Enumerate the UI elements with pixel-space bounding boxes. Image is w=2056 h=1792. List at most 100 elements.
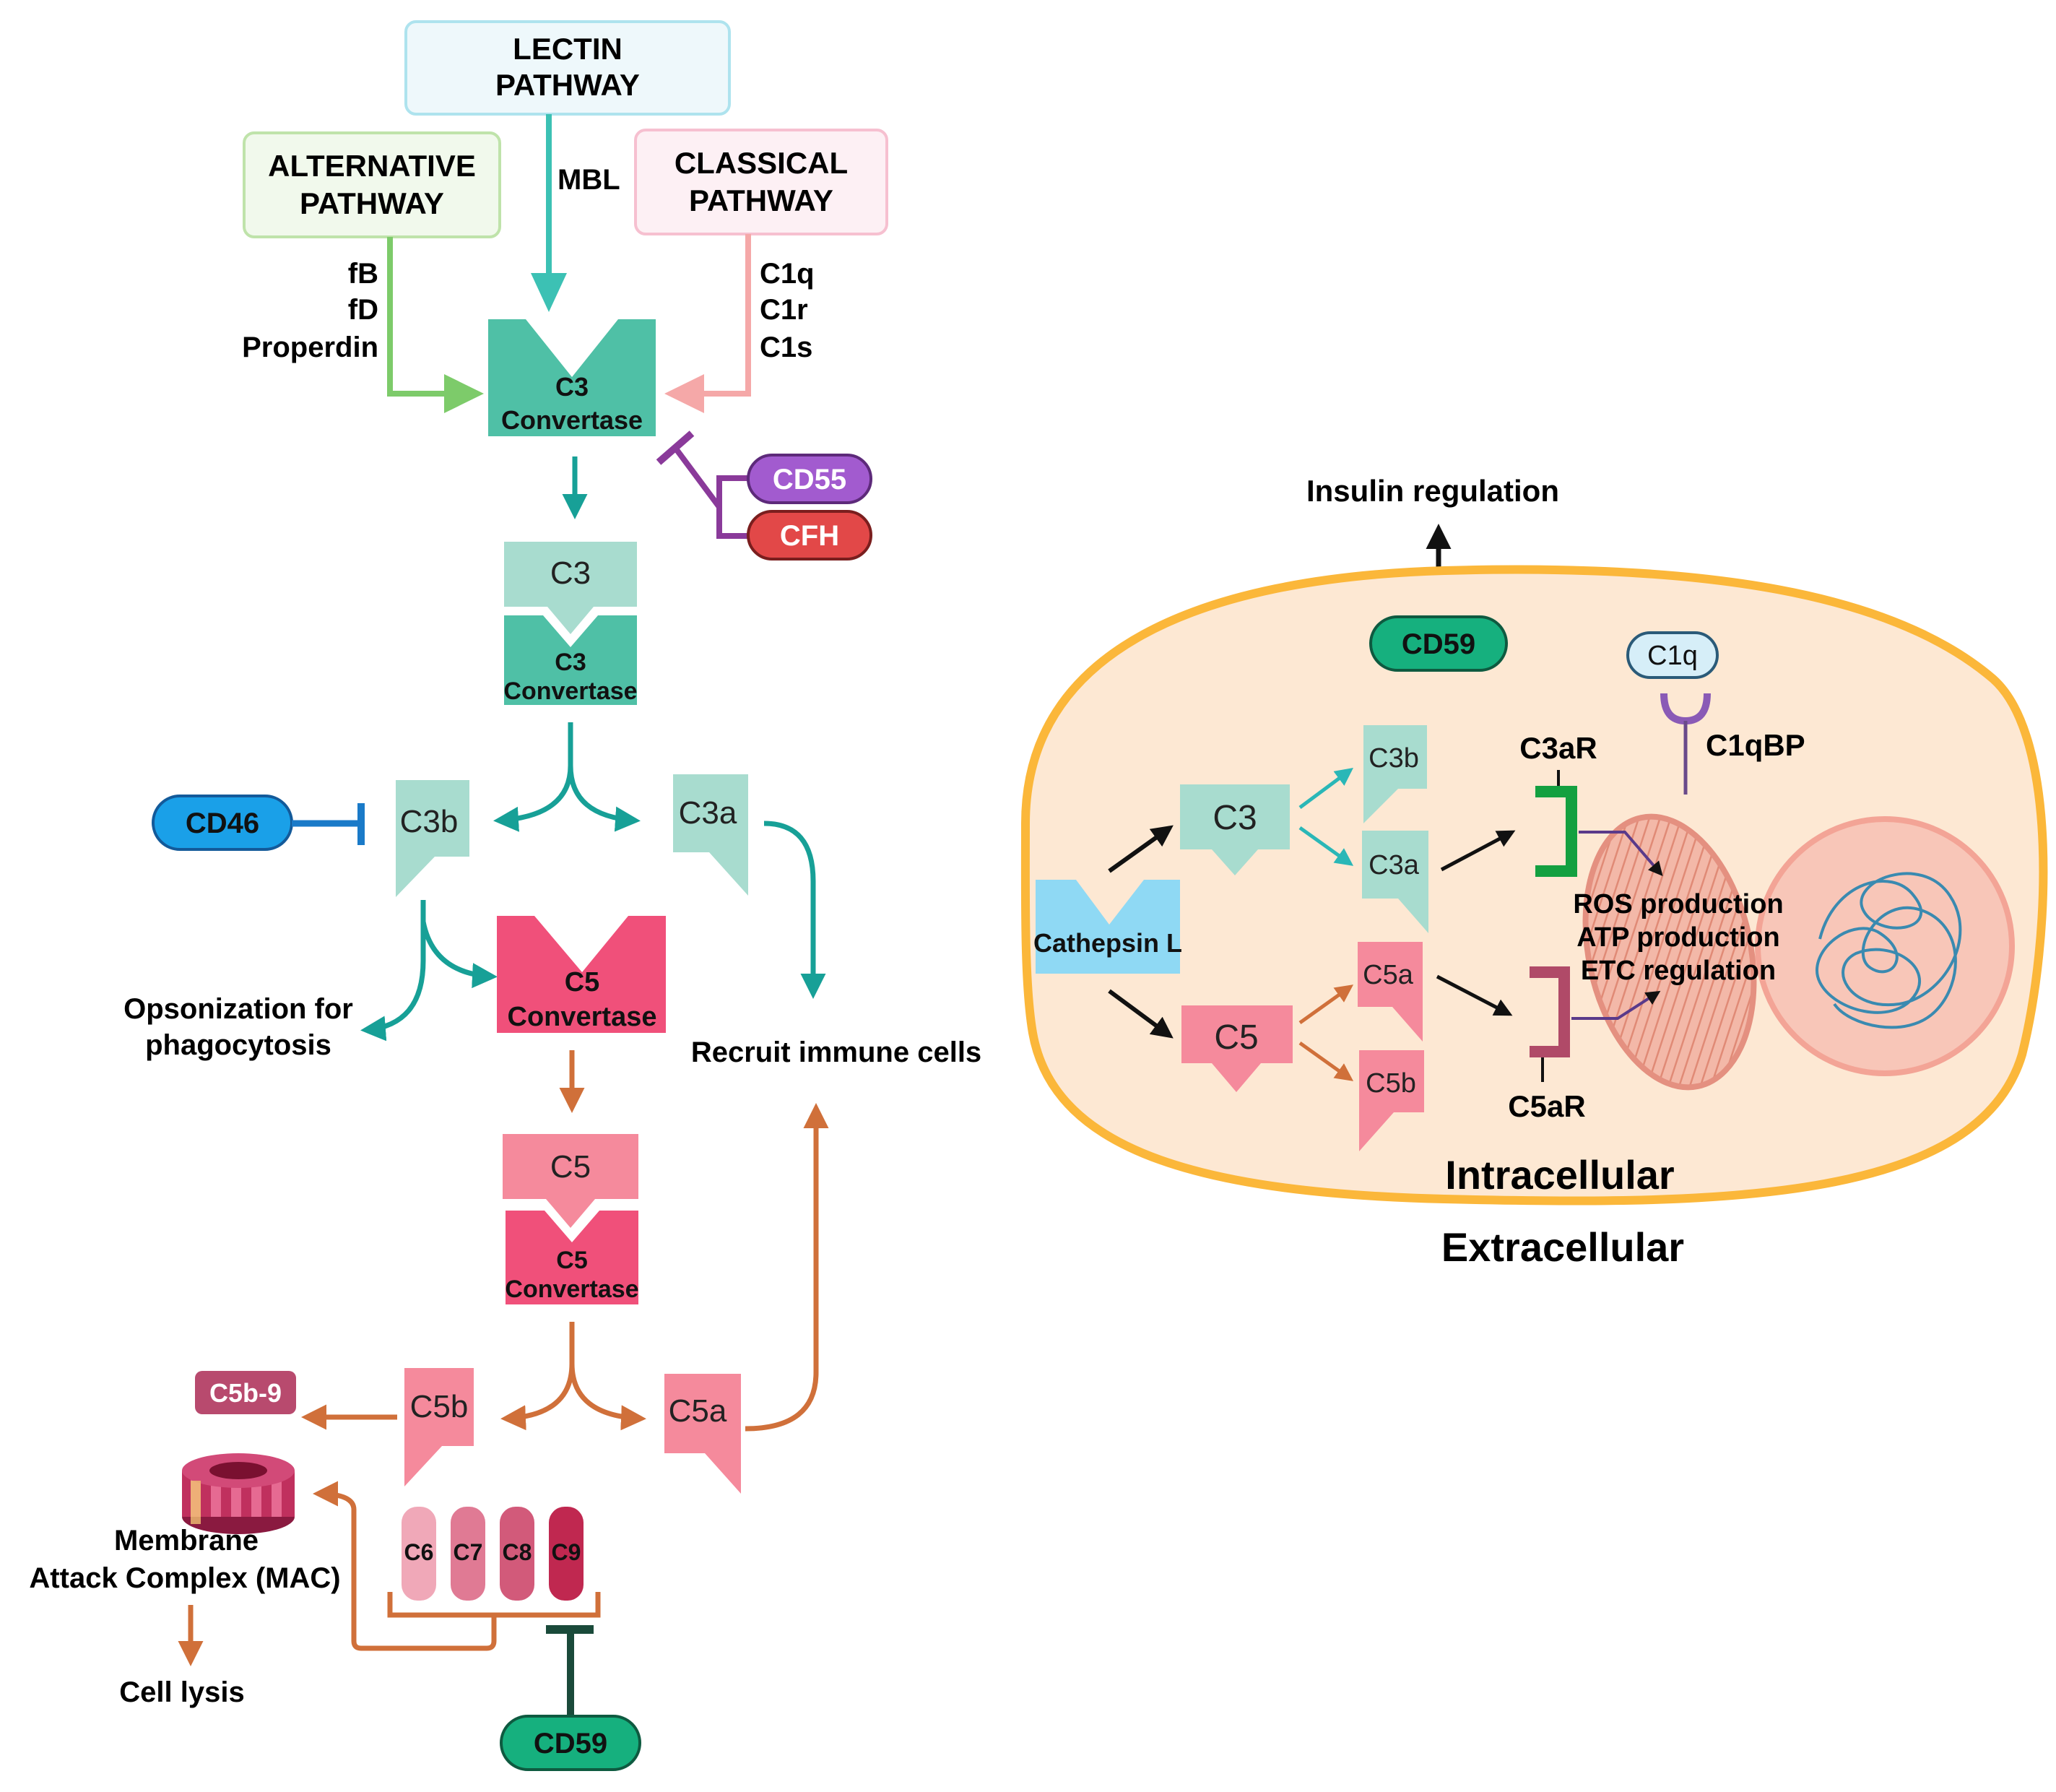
intra-c5-label: C5 xyxy=(1214,1018,1258,1057)
c3b-to-opsonization-arrow xyxy=(360,900,426,1042)
c9-capsule xyxy=(549,1507,584,1601)
intra-c3: C3 xyxy=(1180,784,1290,875)
c3-complex: C3 C3 Convertase xyxy=(503,542,638,705)
intra-c3-label: C3 xyxy=(1213,799,1257,837)
lectin-arrowhead xyxy=(531,273,567,312)
c5b9-label: C5b-9 xyxy=(209,1378,282,1408)
c5a-fragment: C5a xyxy=(664,1374,741,1494)
c3-convertase-main: C3 Convertase xyxy=(488,319,656,436)
intra-c3b: C3b xyxy=(1363,725,1427,823)
cd59-bottom-label: CD59 xyxy=(534,1728,607,1759)
nucleus xyxy=(1755,816,2015,1076)
lectin-pathway-box: LECTIN PATHWAY xyxy=(404,20,731,116)
mac-label-2: Attack Complex (MAC) xyxy=(29,1562,340,1594)
c7-label: C7 xyxy=(454,1539,483,1565)
intra-c5a: C5a xyxy=(1358,942,1423,1042)
c3ar-label: C3aR xyxy=(1519,731,1597,765)
c5b-label: C5b xyxy=(410,1389,469,1424)
c5-convertase-label-2: Convertase xyxy=(508,1002,657,1032)
c3b-label: C3b xyxy=(400,804,459,839)
terminal-to-mac-arrow xyxy=(313,1481,497,1651)
c5-label: C5 xyxy=(550,1149,591,1185)
c5-complex: C5 C5 Convertase xyxy=(503,1134,639,1304)
alternative-pathway-box: ALTERNATIVE PATHWAY xyxy=(243,131,501,238)
arrow-to-c3b xyxy=(493,722,573,832)
cd59-bottom-pill xyxy=(500,1715,641,1771)
cd59-bottom-inhibitor: CD59 xyxy=(500,1625,641,1771)
cd46-inhibitor: CD46 xyxy=(152,795,365,851)
c1r-label: C1r xyxy=(760,294,808,326)
c1qbp-label: C1qBP xyxy=(1706,728,1805,762)
c3-complex-convertase-1: C3 xyxy=(555,649,586,676)
opsonization-label-2: phagocytosis xyxy=(145,1029,331,1061)
c1q-label: C1q xyxy=(760,258,815,290)
cd59-cell-label: CD59 xyxy=(1402,628,1475,660)
mitochondrion xyxy=(1582,813,1757,1091)
cathepsin-to-c3-arrow xyxy=(1108,825,1174,873)
c5-complex-convertase-1: C5 xyxy=(556,1247,587,1274)
c3b-to-c5-convertase-arrow xyxy=(420,921,498,989)
cfh-label: CFH xyxy=(780,520,839,552)
recruit-label: Recruit immune cells xyxy=(691,1036,981,1068)
opsonization-label-1: Opsonization for xyxy=(123,993,353,1025)
arrow-to-c5a xyxy=(569,1363,646,1431)
c8-label: C8 xyxy=(503,1539,532,1565)
properdin-label: Properdin xyxy=(242,332,378,363)
classical-label-2: PATHWAY xyxy=(689,183,833,217)
c1q-pill xyxy=(1626,631,1719,679)
c5b9-badge xyxy=(195,1371,296,1414)
intra-c3b-label: C3b xyxy=(1369,743,1419,774)
intra-c3a: C3a xyxy=(1362,831,1428,933)
lectin-label-1: LECTIN xyxy=(513,32,623,66)
c5b-fragment: C5b xyxy=(404,1368,474,1486)
cell-lysis-label: Cell lysis xyxy=(119,1676,244,1708)
c5ar-receptor xyxy=(1530,966,1570,1057)
c3ar-signal-arrow xyxy=(1579,831,1663,877)
c5a-to-c5ar-arrow xyxy=(1436,974,1513,1016)
c3-convertase-label-2: Convertase xyxy=(501,405,643,435)
c3a-to-c3ar-arrow xyxy=(1440,830,1516,872)
alternative-label-2: PATHWAY xyxy=(300,186,444,220)
mac-pore-icon xyxy=(182,1453,295,1534)
c1q-intra-label: C1q xyxy=(1647,641,1698,671)
classical-label-1: CLASSICAL xyxy=(675,146,848,180)
lectin-label-2: PATHWAY xyxy=(495,68,640,102)
c5-complex-convertase-2: Convertase xyxy=(505,1276,638,1303)
intra-c5b: C5b xyxy=(1359,1050,1424,1151)
c3a-to-recruit-arrow xyxy=(763,821,826,999)
cfh-pill xyxy=(747,510,872,560)
atp-label: ATP production xyxy=(1576,922,1779,953)
c3ar-receptor xyxy=(1535,786,1577,877)
alternative-label-1: ALTERNATIVE xyxy=(268,149,476,183)
c5-convertase-main: C5 Convertase xyxy=(497,916,666,1033)
mbl-label: MBL xyxy=(558,164,620,196)
mac-label-1: Membrane xyxy=(114,1525,259,1557)
c6-label: C6 xyxy=(404,1539,434,1565)
c6-capsule xyxy=(402,1507,436,1601)
c3a-label: C3a xyxy=(679,795,737,831)
c5ar-signal-arrow xyxy=(1571,990,1661,1020)
fb-label: fB xyxy=(348,258,378,290)
c3-to-c3b-arrow xyxy=(1298,768,1354,810)
c3-convertase-label-1: C3 xyxy=(555,372,589,402)
cd55-pill xyxy=(747,454,872,504)
cathepsin-to-c5-arrow xyxy=(1108,989,1174,1039)
cd55-cfh-inhibitor: CD55 CFH xyxy=(656,430,872,560)
cd55-label: CD55 xyxy=(773,464,846,495)
c3-label: C3 xyxy=(550,555,591,591)
arrow-to-c3a xyxy=(568,765,641,832)
intra-c5a-label: C5a xyxy=(1363,960,1414,990)
classical-arrow xyxy=(700,234,751,397)
intra-c5: C5 xyxy=(1181,1005,1293,1092)
arrow-to-c5b xyxy=(500,1322,575,1431)
c3-to-c3a-arrow xyxy=(1298,826,1354,866)
cathepsin-l: Cathepsin L xyxy=(1033,880,1182,974)
c3a-fragment: C3a xyxy=(673,774,748,896)
intracellular-label: Intracellular xyxy=(1445,1152,1674,1198)
etc-label: ETC regulation xyxy=(1581,956,1776,986)
c5-to-c5a-arrow xyxy=(1298,984,1354,1025)
intra-c3a-label: C3a xyxy=(1369,850,1420,880)
classical-arrowhead xyxy=(664,374,704,413)
c1s-label: C1s xyxy=(760,332,812,363)
